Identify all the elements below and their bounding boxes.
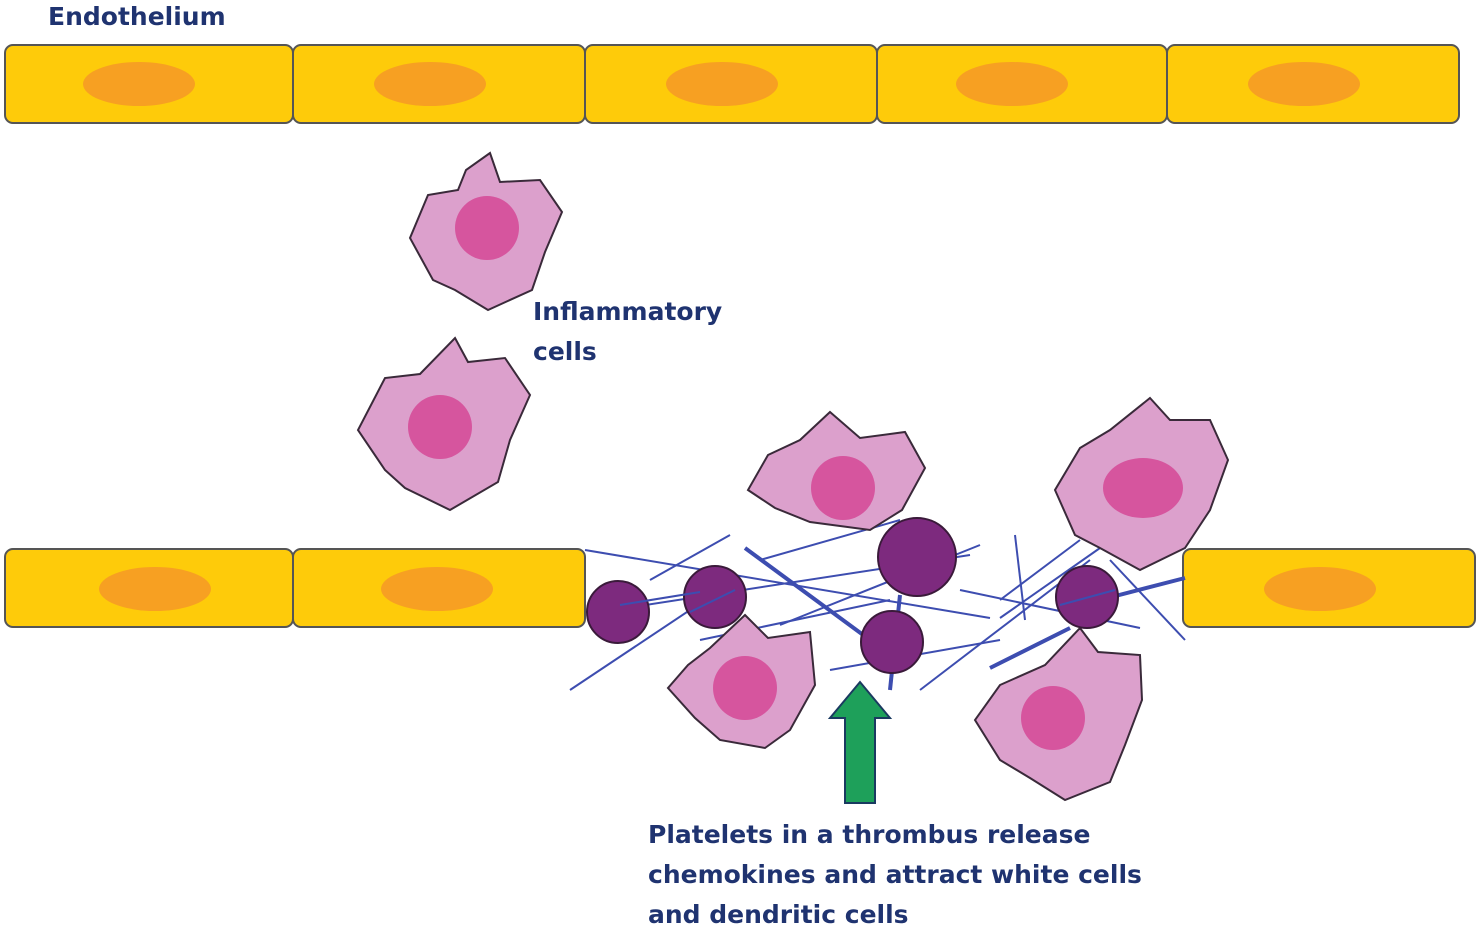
inflammatory-cell <box>408 151 564 312</box>
inflammatory-cell <box>1053 396 1230 572</box>
fibrin-overlay <box>619 589 1116 613</box>
platelets-caption: Platelets in a thrombus release chemokin… <box>648 815 1142 935</box>
label-line: cells <box>533 337 597 366</box>
endothelial-cell <box>292 44 586 124</box>
inflammatory-cell <box>746 410 927 532</box>
up-arrow-icon <box>827 680 893 804</box>
endothelial-cell <box>876 44 1168 124</box>
caption-line: chemokines and attract white cells <box>648 860 1142 889</box>
bottom-endothelium <box>4 548 1476 628</box>
endothelial-cell <box>4 44 294 124</box>
platelets <box>586 517 1119 674</box>
platelet <box>877 517 957 597</box>
platelet <box>586 580 650 644</box>
inflammatory-cell <box>356 336 532 512</box>
caption-line: and dendritic cells <box>648 900 909 929</box>
inflammatory-cell <box>973 626 1144 802</box>
endothelial-cell <box>584 44 878 124</box>
endothelium-label: Endothelium <box>48 2 226 31</box>
endothelial-cell <box>1166 44 1460 124</box>
caption-line: Platelets in a thrombus release <box>648 820 1091 849</box>
endothelial-cell <box>292 548 586 628</box>
label-line: Inflammatory <box>533 297 723 326</box>
endothelial-cell <box>4 548 294 628</box>
platelet <box>683 565 747 629</box>
endothelial-cell <box>1182 548 1476 628</box>
top-endothelium <box>4 44 1460 124</box>
inflammatory-cells-label: Inflammatory cells <box>533 292 722 372</box>
inflammatory-cell <box>666 613 817 750</box>
platelet <box>860 610 924 674</box>
